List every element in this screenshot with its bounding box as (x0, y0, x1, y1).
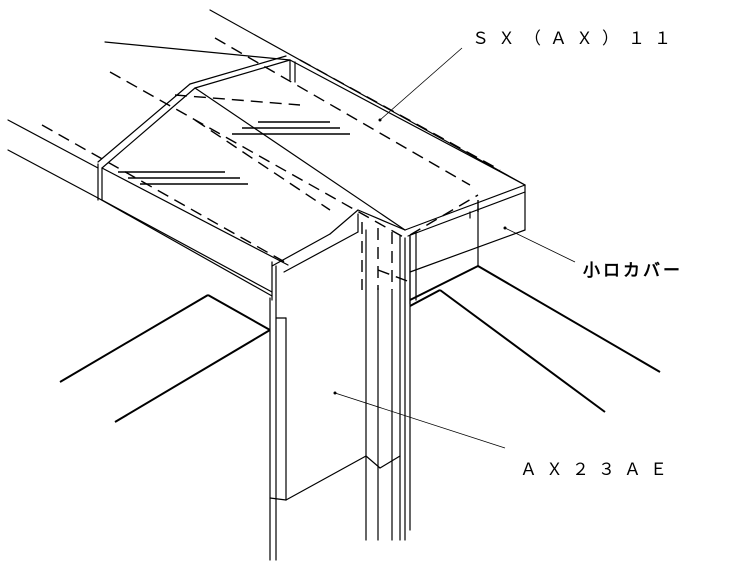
hatch-marks (118, 121, 350, 185)
upper-rail (7, 9, 526, 297)
label-ax23ae: ＡＸ２３ＡＥ (520, 460, 676, 480)
leader-lines (333, 47, 576, 449)
vertical-post (269, 229, 411, 561)
base-lines (59, 265, 661, 423)
label-koguchi-cover: 小ロカバー (583, 261, 683, 281)
label-sx-ax-11: ＳＸ（ＡＸ）１１ (472, 29, 680, 49)
hidden-lines (41, 37, 501, 290)
end-cover (271, 184, 526, 305)
